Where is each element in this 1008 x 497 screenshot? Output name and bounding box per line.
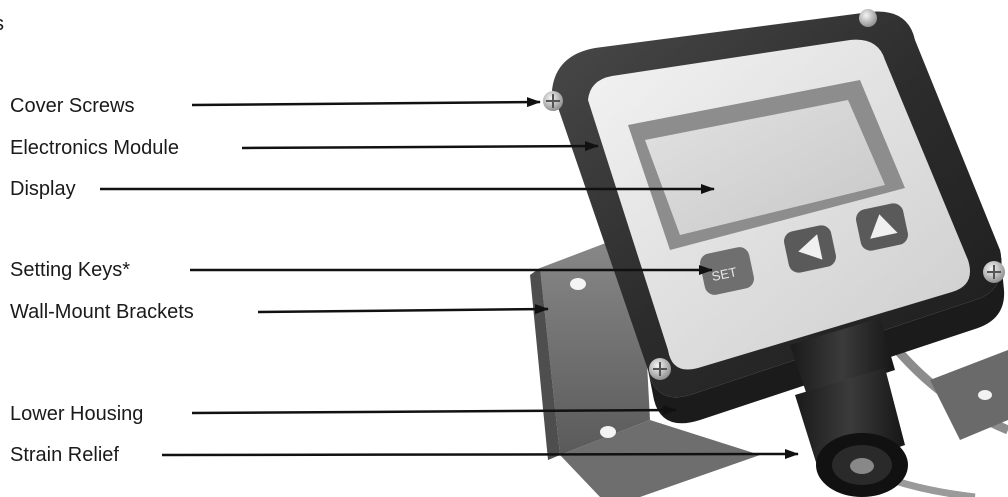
leader-arrow [242,146,598,148]
label-text: Electronics Module [10,137,179,159]
device-photo: SET [530,9,1008,497]
label-text: Cover Screws [10,95,134,117]
cover-screw [983,261,1005,283]
label-wall-mount-brackets: Wall-Mount Brackets [10,301,548,323]
label-electronics-module: Electronics Module [10,137,598,159]
leader-arrow [258,309,548,312]
label-text: Setting Keys* [10,259,130,281]
cover-screw [859,9,877,27]
cover-screw [543,91,563,111]
leader-arrow [192,102,540,105]
bracket-hole [600,426,616,438]
bracket-hole [570,278,586,290]
label-text: Strain Relief [10,444,119,466]
leader-arrow [162,454,798,455]
corner-text-fragment: s [0,13,4,35]
cover-screw [649,358,671,380]
label-text: Wall-Mount Brackets [10,301,194,323]
label-text: Display [10,178,76,200]
label-cover-screws: Cover Screws [10,95,540,117]
label-text: Lower Housing [10,403,143,425]
